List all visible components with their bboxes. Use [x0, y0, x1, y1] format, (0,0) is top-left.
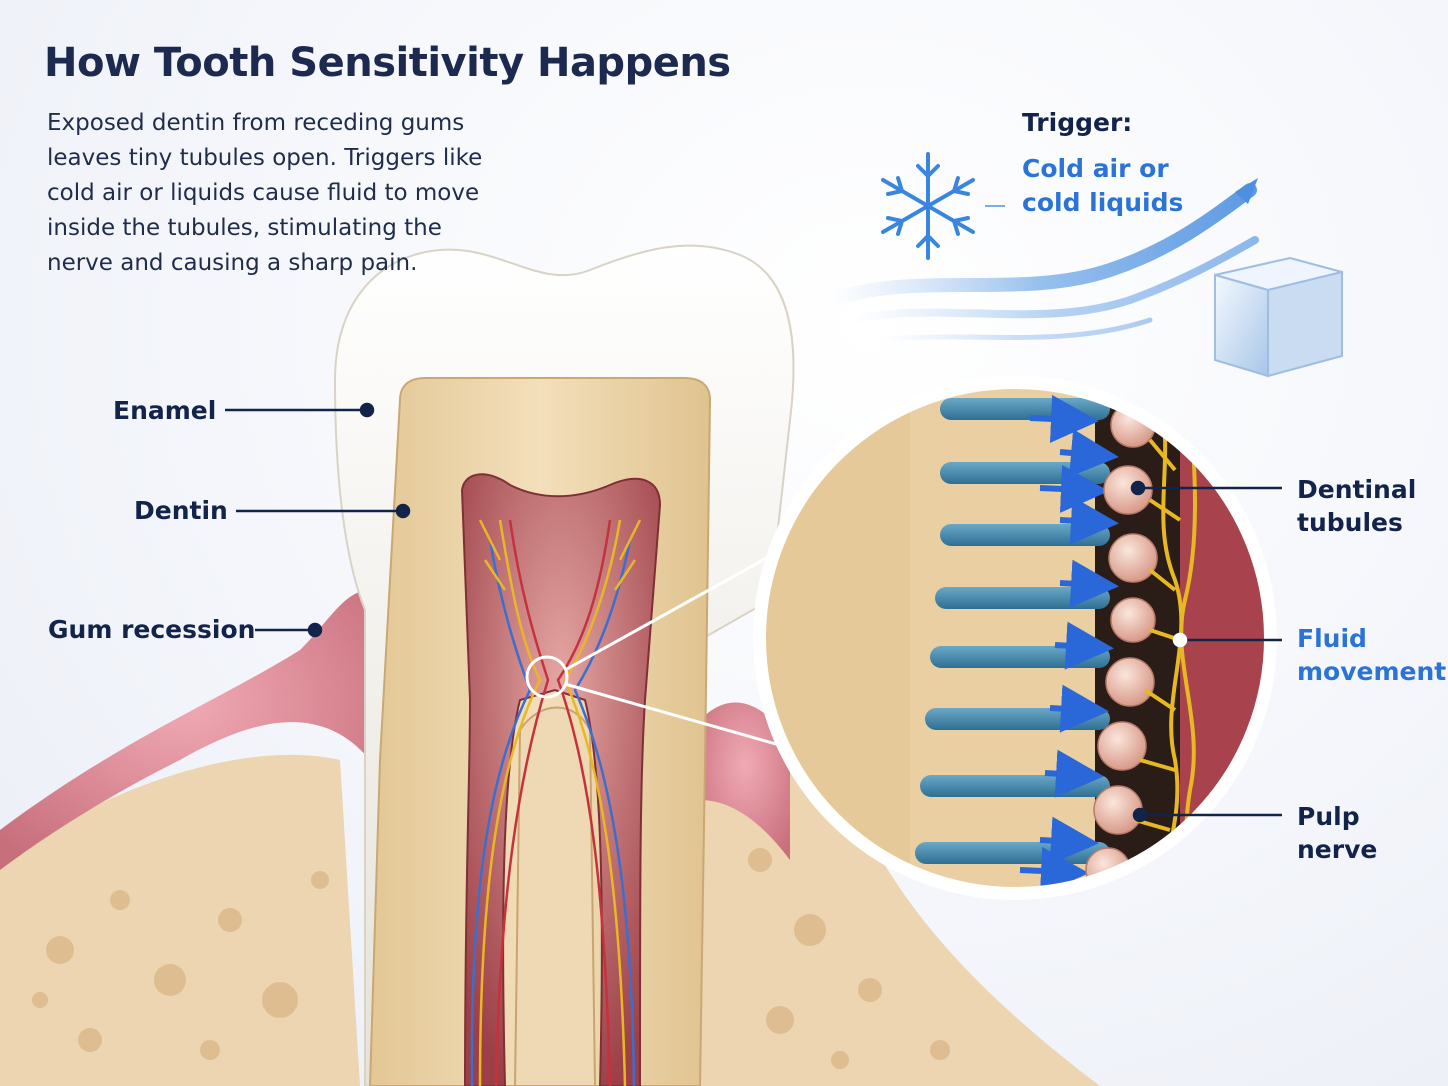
label-enamel: Enamel — [113, 396, 217, 425]
zoom-source-marker — [525, 655, 569, 699]
airflow-arrow-icon — [1235, 178, 1258, 204]
cold-airflow — [823, 183, 1259, 343]
pulp-nerves — [470, 519, 642, 1086]
page-title: How Tooth Sensitivity Happens — [44, 40, 731, 86]
leader-lines — [225, 402, 1282, 823]
label-pulp-nerve: Pulp nerve — [1297, 802, 1378, 864]
magnified-tubules-view — [753, 376, 1277, 900]
snowflake-icon — [881, 152, 975, 260]
gum-tissue-left — [0, 590, 370, 870]
trigger-text: Cold air or cold liquids — [1022, 154, 1184, 217]
label-gum-recession: Gum recession — [48, 615, 256, 644]
jaw-bone — [0, 743, 1100, 1086]
zoom-connector — [564, 543, 791, 750]
label-fluid-movement: Fluid movement — [1297, 624, 1447, 686]
label-dentinal-tubules: Dentinal tubules — [1297, 475, 1417, 537]
description-text: Exposed dentin from receding gums leaves… — [47, 110, 483, 276]
fluid-arrows-group — [1019, 394, 1119, 893]
trigger-heading: Trigger: — [1022, 108, 1133, 137]
ice-cube-icon — [1214, 256, 1343, 378]
label-dentin: Dentin — [134, 496, 228, 525]
pulp-chamber — [460, 473, 662, 1086]
